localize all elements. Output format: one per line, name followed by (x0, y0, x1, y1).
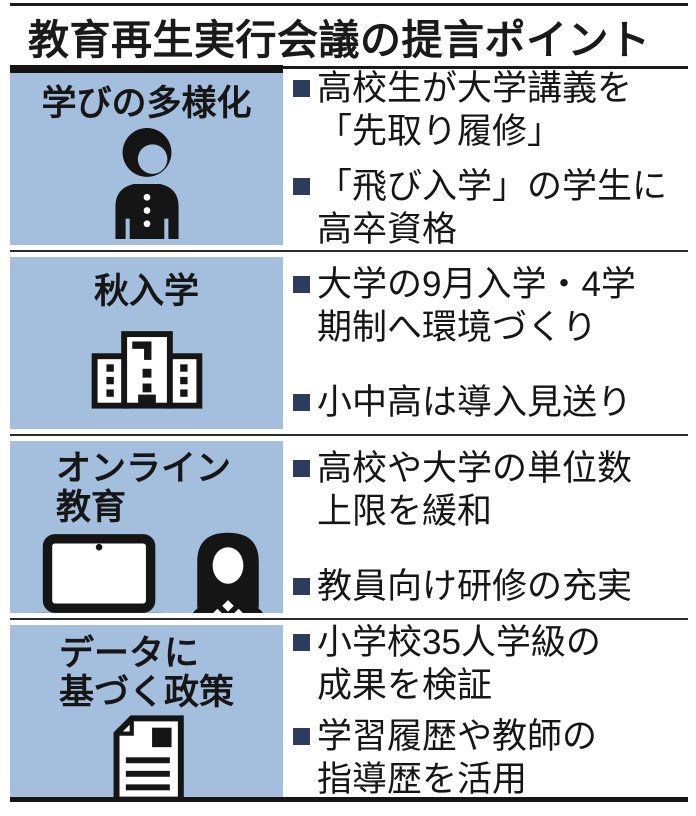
student-icon (95, 125, 199, 239)
icon-wrap (25, 527, 269, 613)
item-text: 上限を緩和 (317, 490, 632, 533)
bullet-square-icon (293, 634, 310, 651)
item-text: 「先取り履修」 (317, 110, 632, 153)
row-learning-diversification: 学びの多様化 (10, 73, 688, 245)
bullet-item: 「飛び入学」の学生に 高卒資格 (293, 165, 688, 251)
bullet-square-icon (293, 178, 310, 195)
item-text: 成果を検証 (317, 664, 601, 707)
page-title: 教育再生実行会議の提言ポイント (10, 6, 688, 65)
icon-wrap (107, 715, 187, 797)
item-text: 大学の9月入学・4学 (317, 263, 636, 306)
bullet-item: 学習履歴や教師の 指導歴を活用 (293, 715, 688, 801)
row-fall-enrollment: 秋入学 (10, 257, 688, 429)
bullet-item: 小学校35人学級の 成果を検証 (293, 621, 688, 707)
item-text: 小中高は導入見送り (317, 381, 632, 424)
row-label: データに 基づく政策 (59, 634, 234, 712)
row-content: 高校や大学の単位数 上限を緩和 教員向け研修の充実 (283, 441, 688, 613)
item-text: 期制へ環境づくり (317, 306, 636, 349)
infographic-page: 教育再生実行会議の提言ポイント 学びの多様化 (0, 3, 696, 816)
document-icon (107, 715, 187, 797)
row-label-panel: 秋入学 (10, 257, 283, 429)
row-label-panel: 学びの多様化 (10, 73, 283, 245)
bullet-item: 教員向け研修の充実 (293, 565, 688, 608)
row-label: 秋入学 (94, 272, 199, 311)
item-text: 高校生が大学講義を (317, 67, 632, 110)
icon-wrap (88, 318, 206, 421)
row-content: 高校生が大学講義を 「先取り履修」 「飛び入学」の学生に 高卒資格 (283, 73, 688, 245)
laptop-icon (25, 533, 175, 613)
row-content: 大学の9月入学・4学 期制へ環境づくり 小中高は導入見送り (283, 257, 688, 429)
bullet-square-icon (293, 80, 310, 97)
bullet-square-icon (293, 728, 310, 745)
row-separator (10, 434, 688, 436)
bullet-item: 高校や大学の単位数 上限を緩和 (293, 447, 688, 533)
bullet-item: 高校生が大学講義を 「先取り履修」 (293, 67, 688, 153)
item-text: 教員向け研修の充実 (317, 565, 632, 608)
row-content: 小学校35人学級の 成果を検証 学習履歴や教師の 指導歴を活用 (283, 625, 688, 797)
woman-icon (187, 527, 269, 613)
item-text: 指導歴を活用 (317, 758, 597, 801)
bullet-square-icon (293, 394, 310, 411)
row-label: オンライン 教育 (56, 449, 231, 527)
bullet-square-icon (293, 276, 310, 293)
school-building-icon (88, 318, 206, 421)
row-label: 学びの多様化 (41, 84, 251, 123)
icon-wrap (95, 125, 199, 239)
item-text: 「飛び入学」の学生に (317, 165, 667, 208)
item-text: 高卒資格 (317, 208, 667, 251)
row-data-based-policy: データに 基づく政策 (10, 625, 688, 797)
item-text: 小学校35人学級の (317, 621, 601, 664)
header-rule-thick (10, 65, 283, 73)
row-label-panel: オンライン 教育 (10, 441, 283, 613)
bullet-square-icon (293, 460, 310, 477)
row-label-panel: データに 基づく政策 (10, 625, 283, 797)
item-text: 学習履歴や教師の (317, 715, 597, 758)
row-separator (10, 618, 688, 620)
bullet-square-icon (293, 578, 310, 595)
bullet-item: 小中高は導入見送り (293, 381, 688, 424)
bullet-item: 大学の9月入学・4学 期制へ環境づくり (293, 263, 688, 349)
row-online-education: オンライン 教育 (10, 441, 688, 613)
item-text: 高校や大学の単位数 (317, 447, 632, 490)
